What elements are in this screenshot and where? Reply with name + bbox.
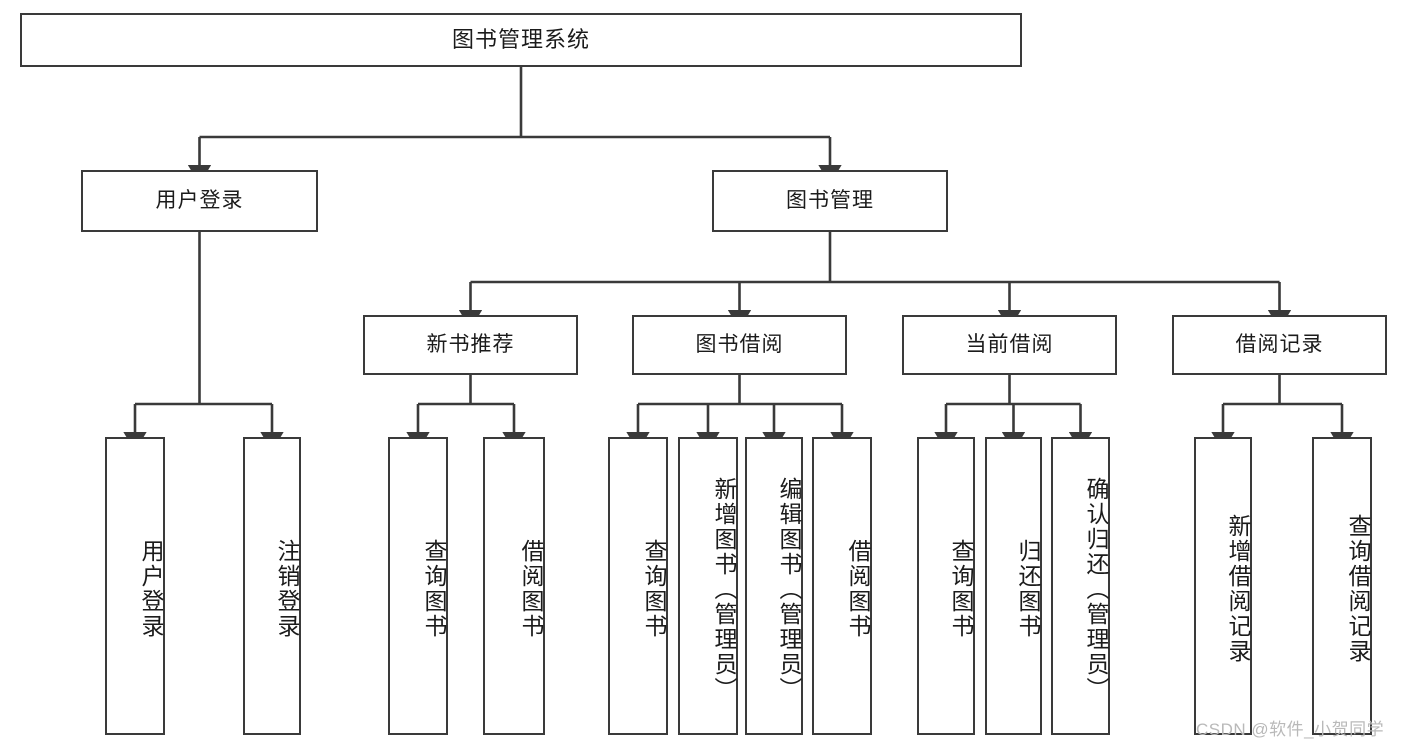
node-label: 借阅图书 [845, 539, 871, 639]
node-label: 归还图书 [1015, 539, 1041, 639]
node-label: 借阅记录 [1235, 333, 1324, 357]
node-label: 当前借阅 [965, 333, 1054, 357]
node-label: 查询图书 [948, 539, 974, 639]
node-l3-3[interactable]: 借阅记录 [1172, 315, 1387, 375]
node-label: 查询图书 [421, 539, 447, 639]
node-l3-2[interactable]: 当前借阅 [902, 315, 1117, 375]
node-lf-8[interactable]: 查询图书 [917, 437, 975, 735]
edges [123, 67, 1354, 452]
node-root[interactable]: 图书管理系统 [20, 13, 1022, 67]
node-l3-1[interactable]: 图书借阅 [632, 315, 847, 375]
node-label: 编辑图书（管理员） [776, 476, 802, 702]
node-l2-1[interactable]: 图书管理 [712, 170, 948, 232]
node-lf-9[interactable]: 归还图书 [985, 437, 1042, 735]
node-label: 注销登录 [274, 539, 300, 639]
node-label: 新增借阅记录 [1225, 514, 1251, 664]
node-label: 新书推荐 [426, 333, 515, 357]
node-lf-11[interactable]: 新增借阅记录 [1194, 437, 1252, 735]
node-lf-2[interactable]: 查询图书 [388, 437, 448, 735]
node-lf-0[interactable]: 用户登录 [105, 437, 165, 735]
node-label: 用户登录 [138, 539, 164, 639]
node-lf-12[interactable]: 查询借阅记录 [1312, 437, 1372, 735]
node-label: 新增图书（管理员） [711, 476, 737, 702]
node-lf-7[interactable]: 借阅图书 [812, 437, 872, 735]
node-label: 用户登录 [155, 189, 244, 213]
node-lf-5[interactable]: 新增图书（管理员） [678, 437, 738, 735]
node-lf-6[interactable]: 编辑图书（管理员） [745, 437, 803, 735]
node-label: 查询借阅记录 [1345, 514, 1371, 664]
node-label: 图书管理系统 [451, 26, 590, 52]
node-lf-4[interactable]: 查询图书 [608, 437, 668, 735]
node-l3-0[interactable]: 新书推荐 [363, 315, 578, 375]
watermark-label: CSDN @软件_小贺同学 [1196, 720, 1385, 739]
node-label: 查询图书 [641, 539, 667, 639]
node-label: 图书借阅 [695, 333, 784, 357]
node-lf-1[interactable]: 注销登录 [243, 437, 301, 735]
node-l2-0[interactable]: 用户登录 [81, 170, 318, 232]
node-lf-3[interactable]: 借阅图书 [483, 437, 545, 735]
node-label: 图书管理 [786, 189, 874, 213]
node-label: 借阅图书 [518, 539, 544, 639]
node-label: 确认归还（管理员） [1083, 476, 1109, 702]
node-lf-10[interactable]: 确认归还（管理员） [1051, 437, 1110, 735]
